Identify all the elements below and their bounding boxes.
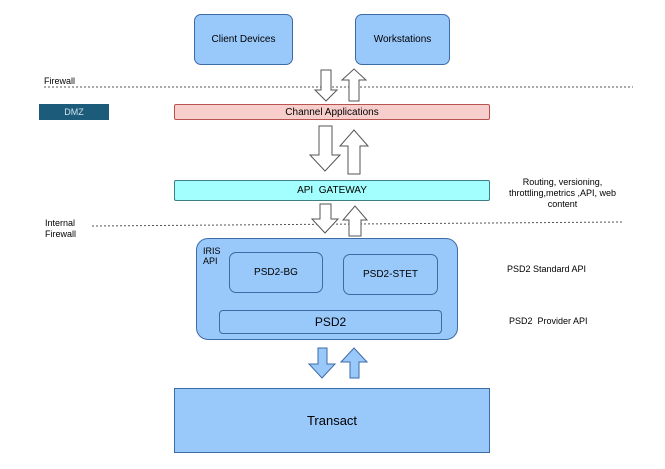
arrow-down-to-transact: [307, 347, 337, 379]
internal-firewall-label: Internal Firewall: [45, 218, 77, 239]
arrow-up-from-gateway: [338, 129, 370, 175]
gateway-note: Routing, versioning, throttling,metrics …: [508, 177, 617, 209]
arrow-up-from-iris: [341, 205, 369, 237]
transact-node: Transact: [174, 388, 490, 453]
api-gateway-node: API GATEWAY: [174, 180, 490, 201]
firewall-label: Firewall: [44, 76, 76, 86]
arrow-down-to-gateway: [308, 125, 342, 172]
dmz-badge: DMZ: [39, 104, 109, 120]
psd2-bg-label: PSD2-BG: [254, 267, 298, 278]
workstations-label: Workstations: [373, 34, 432, 45]
psd2-node: PSD2: [219, 310, 442, 334]
api-gateway-label: API GATEWAY: [297, 185, 367, 196]
arrow-down-to-iris: [310, 203, 340, 234]
arrow-up-from-transact: [339, 347, 369, 379]
arrow-down-to-channel: [313, 69, 339, 102]
client-devices-label: Client Devices: [211, 34, 276, 45]
client-devices-node: Client Devices: [194, 14, 293, 65]
arrow-up-from-channel: [340, 68, 368, 102]
psd2-bg-node: PSD2-BG: [229, 252, 323, 293]
psd2-provider-api-label: PSD2 Provider API: [509, 316, 588, 326]
workstations-node: Workstations: [355, 14, 450, 65]
transact-label: Transact: [306, 413, 358, 428]
psd2-stet-node: PSD2-STET: [343, 254, 438, 295]
channel-applications-node: Channel Applications: [174, 104, 490, 120]
psd2-stet-label: PSD2-STET: [362, 269, 418, 280]
psd2-label: PSD2: [314, 315, 347, 329]
channel-applications-label: Channel Applications: [285, 106, 379, 118]
iris-api-label: IRIS API: [203, 246, 221, 266]
psd2-standard-api-label: PSD2 Standard API: [507, 264, 587, 274]
dmz-label: DMZ: [64, 107, 84, 117]
